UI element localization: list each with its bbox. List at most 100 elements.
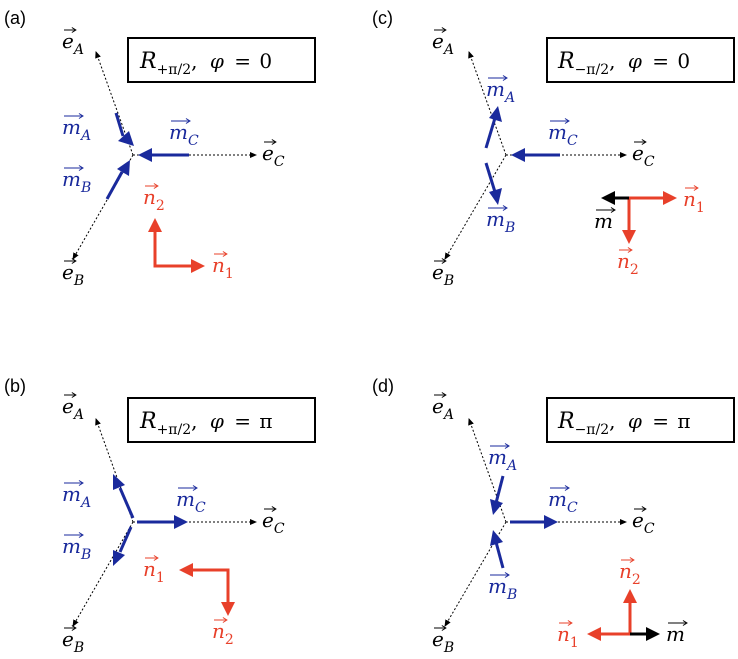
vector-mA xyxy=(494,475,505,504)
operator-box xyxy=(127,37,316,83)
operator-label: R+π/2, φ = 0 xyxy=(139,49,272,78)
label-mC: mC xyxy=(548,487,578,516)
vector-overarrow xyxy=(171,118,191,124)
vector-overarrow xyxy=(64,258,77,264)
label-eA: eA xyxy=(62,29,84,58)
vector-mB xyxy=(118,526,133,553)
arrowhead-m xyxy=(646,627,660,641)
basis-corner xyxy=(191,568,230,604)
vector-overarrow xyxy=(214,617,228,623)
label-mB: mB xyxy=(62,534,91,563)
arrowhead-mB xyxy=(490,530,503,546)
label-mA: mA xyxy=(62,482,91,511)
axis-eA xyxy=(468,418,507,523)
label-eC: eC xyxy=(262,141,285,170)
label-mA: mA xyxy=(62,115,91,144)
label-eA: eA xyxy=(432,29,454,58)
label-eB: eB xyxy=(432,627,454,656)
label-mA: mA xyxy=(488,445,517,474)
vector-overarrow xyxy=(434,625,447,631)
label-mC: mC xyxy=(169,120,199,149)
label-n1: n1 xyxy=(143,557,165,586)
vector-overarrow xyxy=(64,480,84,486)
operator-box xyxy=(546,397,735,443)
label-eC: eC xyxy=(632,508,655,537)
arrowhead-n2 xyxy=(148,218,162,232)
arrowhead-mA xyxy=(118,131,134,146)
label-n1: n1 xyxy=(557,622,579,651)
vector-overarrow xyxy=(668,620,688,626)
vector-overarrow xyxy=(550,118,570,124)
arrowhead-n1 xyxy=(663,191,677,205)
vector-overarrow xyxy=(64,27,77,33)
vector-overarrow xyxy=(685,185,699,191)
label-eB: eB xyxy=(432,260,454,289)
label-n2: n2 xyxy=(212,619,234,648)
panel-c: (c) R−π/2, φ = 0 eA eC eB mA mC mB n1 n2… xyxy=(372,8,735,289)
panel-label: (d) xyxy=(372,376,394,396)
vector-overarrow xyxy=(264,506,277,512)
operator-label: R−π/2, φ = π xyxy=(557,409,691,438)
vector-overarrow xyxy=(596,207,616,213)
vector-overarrow xyxy=(619,247,633,253)
arrowhead-mC xyxy=(138,148,152,162)
vector-overarrow xyxy=(64,165,84,171)
label-m: m xyxy=(594,209,613,233)
arrowhead-mA xyxy=(489,106,502,122)
label-n2: n2 xyxy=(617,249,639,278)
arrowhead-n1 xyxy=(587,627,601,641)
arrowhead-n1 xyxy=(179,563,193,577)
arrowhead-mC xyxy=(544,515,558,529)
arrowhead-mB xyxy=(489,188,502,205)
vector-overarrow xyxy=(434,27,447,33)
vector-mA xyxy=(114,112,125,137)
label-eC: eC xyxy=(632,141,655,170)
arrowhead-mA xyxy=(490,499,503,515)
vector-mA xyxy=(118,487,135,519)
vector-overarrow xyxy=(145,183,159,189)
label-mB: mB xyxy=(486,207,515,236)
axis-eB xyxy=(72,521,134,627)
label-n2: n2 xyxy=(619,559,641,588)
arrowhead-mB xyxy=(117,160,130,176)
label-mC: mC xyxy=(176,487,206,516)
vector-overarrow xyxy=(559,620,573,626)
arrowhead-n1 xyxy=(191,259,205,273)
vector-overarrow xyxy=(634,506,647,512)
vector-overarrow xyxy=(488,205,508,211)
label-mB: mB xyxy=(62,167,91,196)
panel-label: (c) xyxy=(372,8,393,28)
operator-label: R−π/2, φ = 0 xyxy=(557,49,690,78)
arrowhead-mB xyxy=(113,550,125,566)
basis-corner xyxy=(153,232,193,268)
vector-overarrow xyxy=(490,443,510,449)
vector-overarrow xyxy=(434,392,447,398)
operator-box xyxy=(546,37,735,83)
label-eB: eB xyxy=(62,260,84,289)
vector-mB xyxy=(105,171,124,200)
vector-overarrow xyxy=(490,572,510,578)
arrowhead-n2 xyxy=(221,602,235,616)
arrowhead-m xyxy=(601,191,615,205)
vector-overarrow xyxy=(621,557,635,563)
vector-overarrow xyxy=(178,485,198,491)
label-mC: mC xyxy=(548,120,578,149)
panel-label: (a) xyxy=(4,8,26,28)
vector-overarrows xyxy=(64,27,699,631)
arrowhead-n2 xyxy=(623,589,637,603)
label-m: m xyxy=(666,622,685,646)
vector-overarrow xyxy=(64,113,84,119)
vector-overarrow xyxy=(64,392,77,398)
panel-label: (b) xyxy=(4,376,26,396)
vector-overarrow xyxy=(214,251,228,257)
operator-label: R+π/2, φ = π xyxy=(139,409,273,438)
vector-overarrow xyxy=(550,485,570,491)
vector-mA xyxy=(484,117,497,149)
label-n1: n1 xyxy=(212,253,234,282)
vector-overarrow xyxy=(145,555,159,561)
label-eB: eB xyxy=(62,627,84,656)
vector-overarrow xyxy=(634,139,647,145)
panel-d: (d) R−π/2, φ = π eA eC eB mA mC mB n2 n1… xyxy=(372,376,735,656)
vector-overarrow xyxy=(488,75,508,81)
